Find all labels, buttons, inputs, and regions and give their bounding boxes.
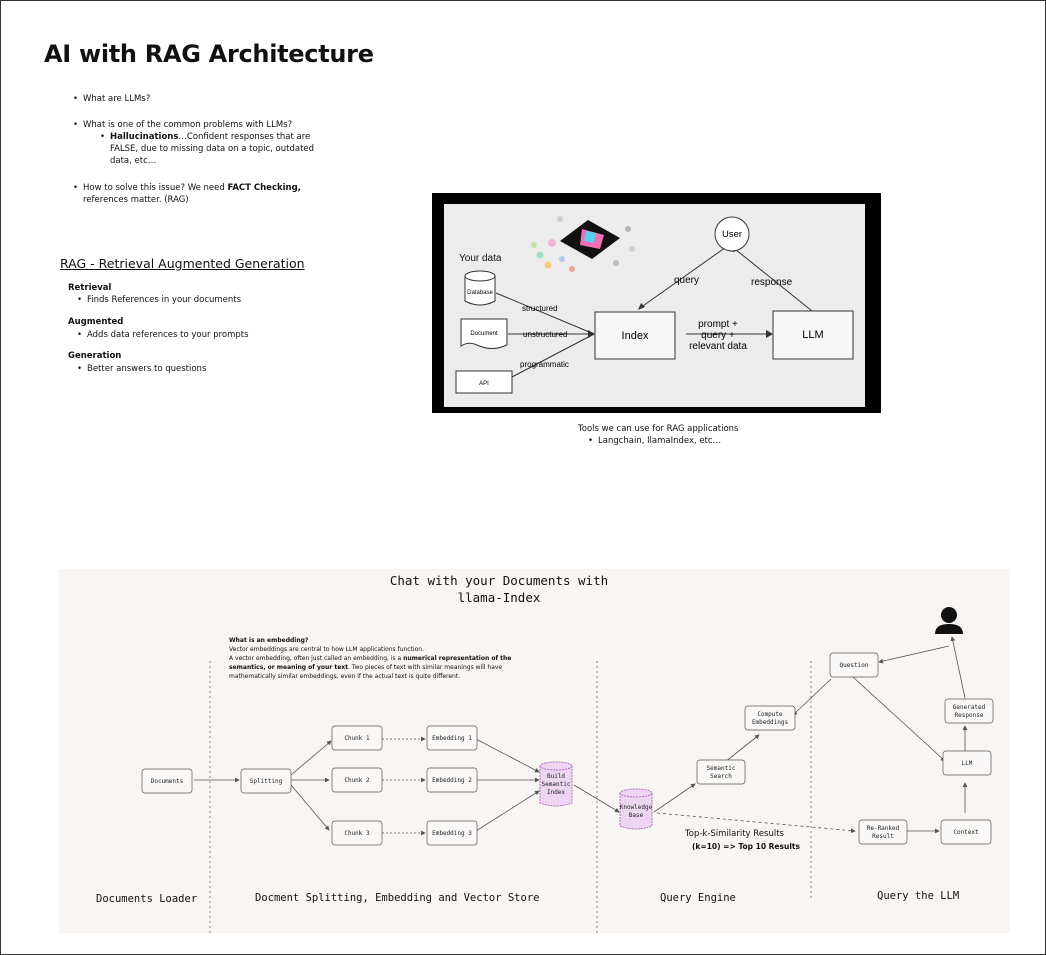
reranked-label-2: Result: [872, 833, 894, 840]
node-embedding-3: [426, 820, 478, 846]
context-label: Context: [953, 829, 979, 836]
footer-query-engine: Query Engine: [660, 892, 736, 904]
footer-splitting-embedding: Docment Splitting, Embedding and Vector …: [255, 892, 540, 904]
database-label: Database: [467, 290, 493, 296]
document-label: Document: [470, 331, 498, 337]
build-label-2: Semantic: [542, 781, 571, 788]
bullet-common-problems: •What is one of the common problems with…: [73, 120, 293, 130]
unstructured-label: unstructured: [523, 330, 567, 339]
bullet-hallucinations: •Hallucinations…Confident responses that…: [100, 132, 315, 166]
rag-heading: RAG - Retrieval Augmented Generation: [60, 256, 305, 271]
index-box: [594, 311, 676, 360]
diagram-title: Chat with your Documents with llama-Inde…: [349, 572, 649, 606]
node-question: [829, 652, 879, 678]
build-label-1: Build: [547, 773, 565, 780]
node-re-ranked-result: [858, 819, 908, 845]
node-embedding-2-label: Embedding 2: [432, 777, 472, 784]
user-circle: [714, 216, 750, 252]
node-embedding-1: [426, 725, 478, 751]
reranked-label-1: Re-Ranked: [867, 825, 900, 832]
section-retrieval-item: •Finds References in your documents: [77, 295, 242, 305]
semantic-search-label-2: Search: [710, 773, 732, 780]
node-chunk-3: [331, 820, 383, 846]
programmatic-label: programmatic: [520, 360, 569, 369]
node-documents-label: Documents: [151, 778, 184, 785]
prompt-label-2: query +: [701, 330, 735, 341]
diagram-title-line-1: Chat with your Documents with: [389, 573, 609, 588]
llm-node-label: LLM: [962, 760, 973, 767]
embedding-line-2: A vector embedding, often just called an…: [229, 655, 512, 662]
generated-label-2: Response: [955, 712, 984, 719]
user-label: User: [722, 229, 742, 240]
knowledge-base-db-icon: [619, 788, 653, 830]
node-chunk-3-label: Chunk 3: [344, 830, 370, 837]
prompt-label-3: relevant data: [689, 341, 747, 352]
structured-label: structured: [522, 304, 558, 313]
topk-count-label: (k=10) => Top 10 Results: [692, 842, 800, 851]
embedding-line-1: Vector embeddings are central to how LLM…: [229, 646, 424, 653]
node-generated-response: [944, 698, 994, 724]
section-generation-item: •Better answers to questions: [77, 364, 207, 374]
knowledge-base-label-2: Base: [629, 812, 644, 819]
database-icon: [464, 270, 496, 306]
tools-note: Tools we can use for RAG applications •L…: [578, 423, 738, 447]
node-llm: [942, 750, 992, 776]
build-semantic-index-db-icon: [539, 761, 573, 807]
node-chunk-2: [331, 767, 383, 793]
topk-results-label: Top-k-Similarity Results: [685, 829, 784, 839]
section-retrieval-title: Retrieval: [68, 283, 112, 293]
compute-label-2: Embeddings: [752, 719, 789, 726]
node-chunk-1: [331, 725, 383, 751]
index-label: Index: [622, 330, 649, 342]
embedding-question: What is an embedding?: [229, 637, 309, 644]
node-splitting: [240, 768, 292, 794]
api-box: [455, 370, 513, 394]
embedding-line-3: semantics, or meaning of your text. Two …: [229, 664, 503, 671]
node-chunk-2-label: Chunk 2: [344, 777, 370, 784]
section-generation-title: Generation: [68, 351, 122, 361]
tools-line-2: •Langchain, llamaIndex, etc…: [588, 436, 722, 446]
bullet-what-are-llms: •What are LLMs?: [73, 94, 151, 104]
query-label: query: [674, 275, 699, 286]
response-label: response: [751, 277, 793, 288]
section-augmented-item: •Adds data references to your prompts: [77, 330, 249, 340]
node-documents: [141, 768, 193, 794]
llm-box: [772, 310, 854, 360]
knowledge-base-label-1: Knowledge: [620, 804, 653, 811]
node-embedding-1-label: Embedding 1: [432, 735, 472, 742]
footer-documents-loader: Documents Loader: [96, 893, 198, 905]
rag-architecture-image: Your data Database Document API structur…: [432, 193, 881, 413]
node-semantic-search: [696, 759, 746, 785]
node-splitting-label: Splitting: [250, 778, 283, 785]
diagram-title-line-2: llama-Index: [457, 590, 541, 605]
api-label: API: [479, 381, 489, 387]
question-label: Question: [840, 662, 869, 669]
page-title: AI with RAG Architecture: [44, 40, 374, 68]
document-icon: [460, 318, 508, 349]
node-embedding-3-label: Embedding 3: [432, 830, 472, 837]
embedding-line-4: mathematically similar embeddings, even …: [229, 673, 461, 680]
footer-query-llm: Query the LLM: [877, 890, 960, 902]
section-augmented-title: Augmented: [68, 317, 124, 327]
llama-logo-icon: [531, 216, 635, 272]
build-label-3: Index: [547, 789, 565, 796]
generated-label-1: Generated: [953, 704, 986, 711]
compute-label-1: Compute: [757, 711, 783, 718]
your-data-label: Your data: [459, 253, 502, 264]
llm-label: LLM: [802, 329, 823, 341]
node-embedding-2: [426, 767, 478, 793]
node-chunk-1-label: Chunk 1: [344, 735, 370, 742]
semantic-search-label-1: Semantic: [707, 765, 736, 772]
tools-line-1: Tools we can use for RAG applications: [578, 424, 739, 434]
node-context: [940, 819, 992, 845]
person-icon: [935, 607, 963, 634]
llamaindex-diagram-panel: Documents Splitting Chunk 1 Chunk 2 Chun…: [59, 569, 1010, 933]
prompt-label-1: prompt +: [698, 319, 738, 330]
embedding-explanation: What is an embedding? Vector embeddings …: [229, 636, 519, 681]
bullet-fact-checking: •How to solve this issue? We need FACT C…: [73, 183, 301, 205]
node-compute-embeddings: [744, 705, 796, 731]
